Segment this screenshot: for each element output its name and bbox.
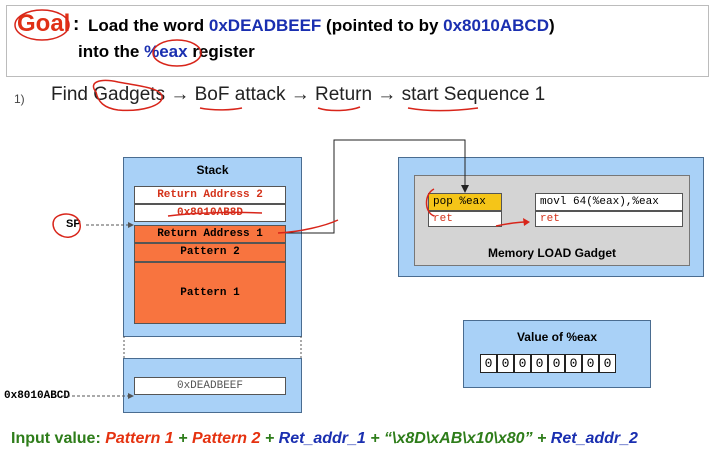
memory-cell-deadbeef: 0xDEADBEEF xyxy=(134,377,286,395)
address-strike xyxy=(167,211,263,217)
eax-digit: 0 xyxy=(565,354,582,373)
goal-colon: : xyxy=(73,14,80,35)
input-plus: + xyxy=(260,430,279,447)
input-plus: + xyxy=(365,430,385,447)
input-ret-addr-2: Ret_addr_2 xyxy=(550,430,638,447)
eax-digit: 0 xyxy=(599,354,616,373)
goal-box xyxy=(6,5,709,77)
goal-address: 0x8010ABCD xyxy=(443,16,549,35)
eax-digit: 0 xyxy=(514,354,531,373)
return-arrowhead xyxy=(461,185,469,193)
pop-bracket xyxy=(425,188,435,217)
stack-cell-pattern-2: Pattern 2 xyxy=(134,243,286,262)
goal-line1-mid: (pointed to by xyxy=(321,16,444,35)
eax-digit: 0 xyxy=(531,354,548,373)
step-number: 1) xyxy=(14,92,25,106)
memory-address-label: 0x8010ABCD xyxy=(4,390,71,402)
goal-line2-suffix: register xyxy=(187,42,255,61)
goal-line1-suffix: ) xyxy=(548,16,555,35)
eax-digit: 0 xyxy=(497,354,514,373)
sp-circle xyxy=(52,213,81,238)
gadget-ret-instr-1: ret xyxy=(428,211,502,227)
input-label: Input value: xyxy=(11,430,106,447)
goal-line-1: Load the word 0xDEADBEEF (pointed to by … xyxy=(88,16,555,36)
underline-return xyxy=(317,106,361,112)
stack-cell-pattern-1: Pattern 1 xyxy=(134,262,286,324)
underline-bof xyxy=(199,107,243,111)
gadgets-circle xyxy=(92,79,163,112)
stack-cell-return-address-2: Return Address 2 xyxy=(134,186,286,204)
gadget-ret-instr-2: ret xyxy=(535,211,683,227)
eax-digit: 0 xyxy=(582,354,599,373)
ret-arrow-mark xyxy=(495,221,527,227)
input-plus: + xyxy=(532,430,551,447)
gadget-pop-instr: pop %eax xyxy=(428,193,502,211)
goal-line1-prefix: Load the word xyxy=(88,16,209,35)
mem-arrowhead xyxy=(128,393,134,399)
input-bytes: “\x8D\xAB\x10\x80” xyxy=(384,430,533,447)
goal-value: 0xDEADBEEF xyxy=(208,16,322,35)
eax-circle xyxy=(152,39,202,67)
step-text: Find Gadgets → BoF attack → Return → sta… xyxy=(51,84,546,105)
gadget-movl-instr: movl 64(%eax),%eax xyxy=(535,193,683,211)
stack-cell-return-address-1: Return Address 1 xyxy=(134,225,286,243)
input-value-line: Input value: Pattern 1 + Pattern 2 + Ret… xyxy=(11,430,638,448)
eax-title: Value of %eax xyxy=(516,330,598,344)
input-pattern-1: Pattern 1 xyxy=(105,430,174,447)
ret-arrowhead xyxy=(523,218,530,226)
input-pattern-2: Pattern 2 xyxy=(191,430,261,447)
input-plus: + xyxy=(173,430,192,447)
sp-arrowhead xyxy=(128,222,134,228)
gadget-label: Memory LOAD Gadget xyxy=(487,246,616,260)
stack-title: Stack xyxy=(196,163,229,177)
input-ret-addr-1: Ret_addr_1 xyxy=(278,430,366,447)
underline-start xyxy=(407,107,479,112)
return-mark xyxy=(277,219,339,234)
eax-digit: 0 xyxy=(548,354,565,373)
goal-circle xyxy=(14,9,70,41)
return-connector xyxy=(286,139,466,234)
sp-label: SP xyxy=(66,218,81,230)
goal-line2-prefix: into the xyxy=(78,42,145,61)
eax-digit: 0 xyxy=(480,354,497,373)
